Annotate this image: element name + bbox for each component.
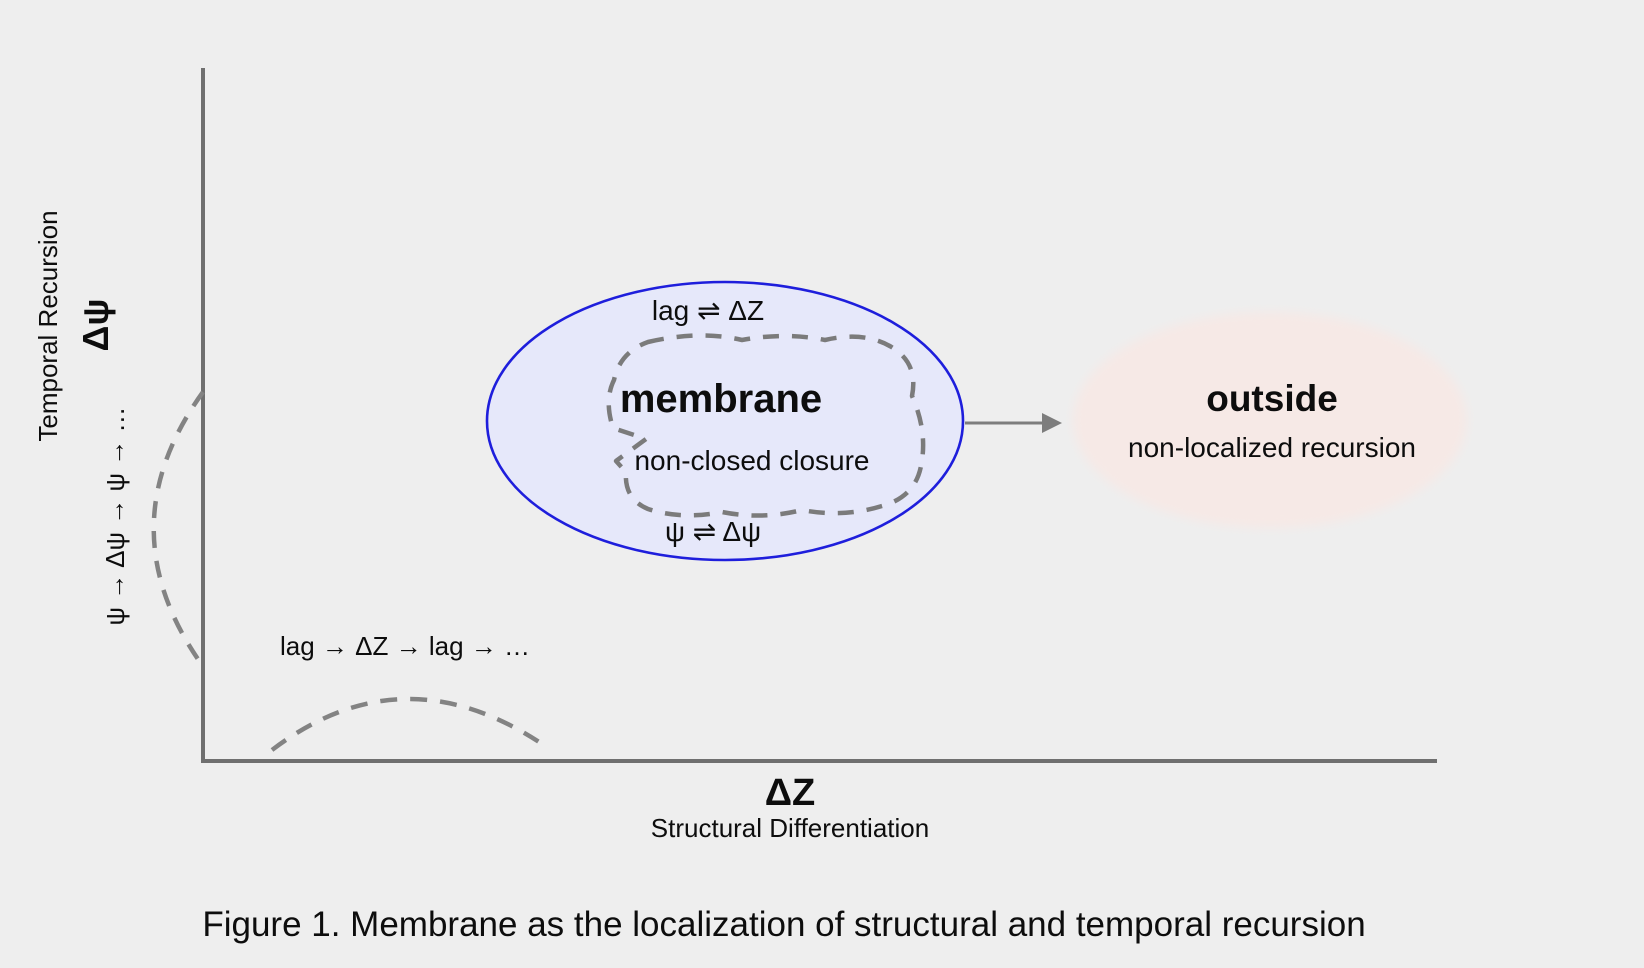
- structural-loop-arc: [270, 696, 550, 752]
- x-axis-name-label: Structural Differentiation: [651, 813, 929, 843]
- structural-loop-label: lag → ΔZ → lag → …: [280, 631, 530, 661]
- x-axis-symbol-label: ΔZ: [765, 772, 816, 814]
- outside-ellipse: [1073, 312, 1467, 528]
- y-axis-symbol-label: Δψ: [75, 299, 116, 352]
- membrane-exchange-top-label: lag ⇌ ΔZ: [652, 295, 764, 326]
- export-arrow-head-icon: [1042, 413, 1062, 433]
- outside-title: outside: [1206, 378, 1338, 419]
- membrane-exchange-bottom-label: ψ ⇌ Δψ: [665, 516, 761, 547]
- membrane-blob-outline: [606, 333, 926, 518]
- y-axis-name-label: Temporal Recursion: [33, 210, 63, 441]
- temporal-loop-label: ψ → Δψ → ψ → …: [100, 407, 130, 626]
- outside-subtitle: non-localized recursion: [1128, 432, 1416, 463]
- membrane-title: membrane: [620, 377, 822, 421]
- figure-caption: Figure 1. Membrane as the localization o…: [202, 905, 1365, 944]
- membrane-subtitle: non-closed closure: [634, 445, 869, 476]
- membrane-ellipse: [485, 280, 965, 562]
- temporal-loop-arc: [151, 390, 205, 667]
